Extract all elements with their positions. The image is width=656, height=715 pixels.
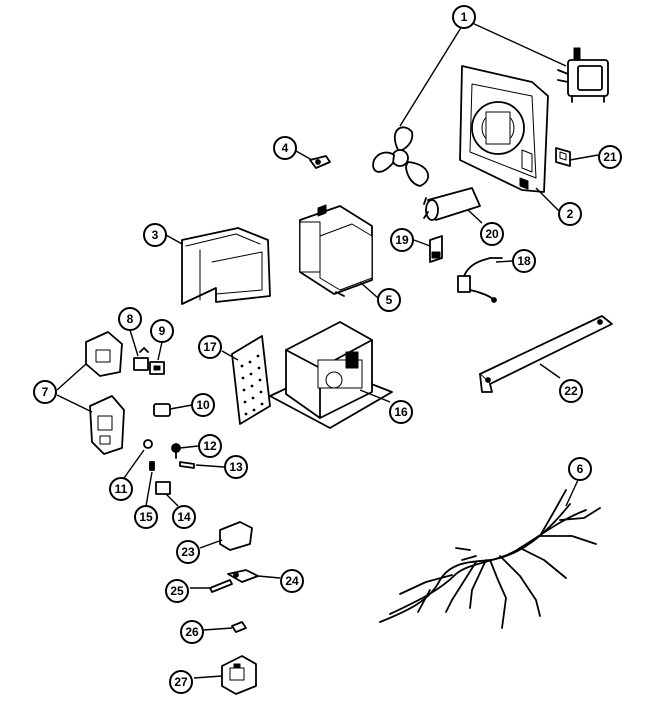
callout-23: 23 — [176, 540, 200, 564]
fan-blade — [372, 126, 430, 187]
fan-shroud — [459, 65, 549, 193]
svg-text:14: 14 — [177, 510, 191, 524]
interlock-switch-b — [149, 361, 165, 375]
diode-bracket — [429, 235, 443, 263]
leader-lines — [56, 21, 599, 679]
svg-text:9: 9 — [159, 324, 166, 338]
callout-18: 18 — [512, 249, 536, 273]
screw-part — [171, 443, 181, 459]
svg-text:10: 10 — [196, 398, 210, 412]
svg-text:20: 20 — [485, 227, 499, 241]
callout-24: 24 — [280, 569, 304, 593]
wire-harness — [379, 489, 601, 629]
bracket-clip — [555, 147, 571, 167]
svg-text:12: 12 — [203, 439, 217, 453]
svg-text:21: 21 — [603, 150, 617, 164]
wire-clip — [231, 621, 247, 633]
svg-text:11: 11 — [115, 482, 128, 496]
power-relay — [221, 655, 257, 695]
monitor-switch — [153, 403, 171, 417]
capacitor — [423, 187, 481, 221]
callout-27: 27 — [169, 670, 193, 694]
svg-text:18: 18 — [517, 254, 531, 268]
callout-5: 5 — [377, 288, 401, 312]
svg-text:17: 17 — [203, 340, 217, 354]
callout-8: 8 — [118, 307, 142, 331]
callout-10: 10 — [191, 393, 215, 417]
fuse-holder — [219, 521, 253, 551]
callout-20: 20 — [480, 222, 504, 246]
callout-19: 19 — [390, 228, 414, 252]
callout-9: 9 — [150, 319, 174, 343]
terminal-connector — [227, 569, 259, 583]
svg-text:7: 7 — [42, 385, 49, 399]
callout-6: 6 — [568, 457, 592, 481]
callout-12: 12 — [198, 434, 222, 458]
callout-11: 11 — [109, 477, 133, 501]
svg-text:19: 19 — [395, 233, 409, 247]
thermal-fuse — [457, 257, 503, 303]
switch-holder-lower — [89, 395, 125, 455]
svg-text:26: 26 — [185, 625, 199, 639]
mounting-rail — [479, 315, 613, 393]
callout-21: 21 — [598, 145, 622, 169]
callout-17: 17 — [198, 335, 222, 359]
callout-3: 3 — [143, 223, 167, 247]
svg-text:1: 1 — [461, 10, 468, 24]
callout-7: 7 — [33, 380, 57, 404]
transformer — [269, 321, 393, 429]
callout-15: 15 — [134, 505, 158, 529]
svg-text:13: 13 — [229, 460, 243, 474]
svg-text:5: 5 — [386, 293, 393, 307]
terminal-screw — [209, 579, 233, 593]
svg-text:16: 16 — [394, 405, 408, 419]
svg-text:24: 24 — [285, 574, 299, 588]
callout-2: 2 — [558, 202, 582, 226]
svg-text:3: 3 — [152, 228, 159, 242]
svg-text:22: 22 — [564, 384, 578, 398]
svg-text:2: 2 — [567, 207, 574, 221]
svg-text:6: 6 — [577, 462, 584, 476]
callout-26: 26 — [180, 620, 204, 644]
callout-4: 4 — [273, 136, 297, 160]
callout-22: 22 — [559, 379, 583, 403]
svg-text:8: 8 — [127, 312, 134, 326]
clip-part — [309, 155, 331, 169]
callout-13: 13 — [224, 455, 248, 479]
svg-text:4: 4 — [282, 141, 289, 155]
interlock-switch-a — [133, 347, 149, 371]
nut-part — [149, 461, 155, 471]
bolt-part — [179, 461, 195, 469]
callout-1: 1 — [452, 5, 476, 29]
callout-16: 16 — [389, 400, 413, 424]
perforated-cover — [231, 335, 271, 425]
fan-motor — [557, 47, 609, 103]
svg-text:25: 25 — [170, 584, 184, 598]
callout-25: 25 — [165, 579, 189, 603]
svg-text:23: 23 — [181, 545, 195, 559]
switch-holder-upper — [85, 331, 123, 377]
washer-part — [143, 439, 153, 449]
perforation-holes — [240, 354, 264, 416]
callout-14: 14 — [172, 505, 196, 529]
svg-text:15: 15 — [139, 510, 153, 524]
svg-text:27: 27 — [174, 675, 188, 689]
magnetron — [299, 204, 373, 297]
air-guide — [181, 227, 271, 305]
switch-actuator — [155, 481, 171, 495]
